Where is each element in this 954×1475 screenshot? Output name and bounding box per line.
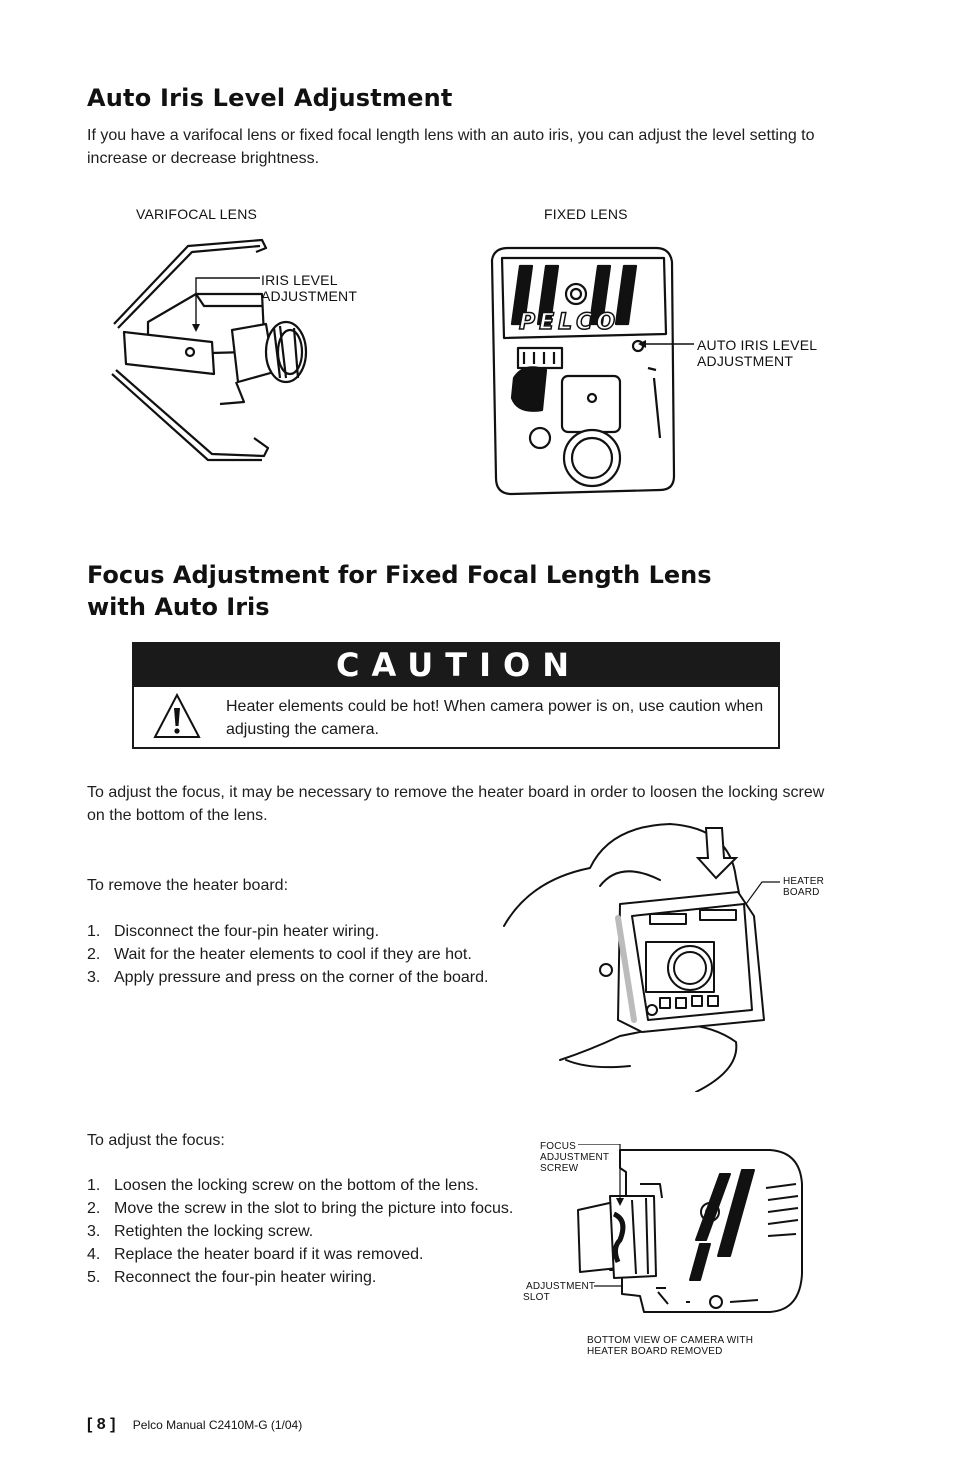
bottom-view-illustration [577,1144,803,1313]
adjustment-slot-label: ADJUSTMENT SLOT [523,1281,596,1303]
iris-level-label: IRIS LEVEL ADJUSTMENT [261,272,358,304]
list-item: 2.Wait for the heater elements to cool i… [87,946,472,963]
list-item: 5.Reconnect the four-pin heater wiring. [87,1269,377,1286]
heater-board-removal-illustration [503,823,780,1092]
adjust-focus-heading: To adjust the focus: [87,1132,225,1149]
auto-iris-level-label: AUTO IRIS LEVEL ADJUSTMENT [697,337,818,369]
remove-heater-heading: To remove the heater board: [87,877,289,894]
adjust-focus-steps: 1.Loosen the locking screw on the bottom… [87,1174,513,1289]
page-number: [ 8 ] [87,1416,116,1433]
auto-iris-intro: If you have a varifocal lens or fixed fo… [87,127,815,167]
list-item: 1.Loosen the locking screw on the bottom… [87,1177,479,1194]
remove-heater-steps: 1.Disconnect the four-pin heater wiring.… [87,920,488,989]
list-item: 2.Move the screw in the slot to bring th… [87,1200,514,1217]
focus-intro: To adjust the focus, it may be necessary… [87,784,825,824]
bottom-view-caption: BOTTOM VIEW OF CAMERA WITH HEATER BOARD … [587,1335,754,1357]
caution-text: Heater elements could be hot! When camer… [226,698,764,738]
caution-box: CAUTION Heater elements could be hot! Wh… [132,642,780,749]
list-item: 3.Retighten the locking screw. [87,1223,314,1240]
fixed-lens-illustration [490,246,694,496]
varifocal-lens-label: VARIFOCAL LENS [136,206,258,222]
list-item: 3.Apply pressure and press on the corner… [87,969,489,986]
manual-reference: Pelco Manual C2410M-G (1/04) [132,1418,303,1432]
pelco-logo: PELCO [518,309,620,336]
warning-triangle-icon [153,692,201,738]
fixed-lens-label: FIXED LENS [544,206,628,222]
heater-board-label: HEATER BOARD [783,876,825,898]
focus-adjustment-screw-label: FOCUS ADJUSTMENT SCREW [540,1141,610,1174]
varifocal-lens-illustration [111,238,308,462]
list-item: 4.Replace the heater board if it was rem… [87,1246,424,1263]
caution-heading: CAUTION [134,644,778,687]
list-item: 1.Disconnect the four-pin heater wiring. [87,923,380,940]
section-title-auto-iris: Auto Iris Level Adjustment [87,84,453,112]
section-title-focus-adjustment: Focus Adjustment for Fixed Focal Length … [87,561,712,621]
page-footer: [ 8 ] Pelco Manual C2410M-G (1/04) [87,1416,302,1434]
